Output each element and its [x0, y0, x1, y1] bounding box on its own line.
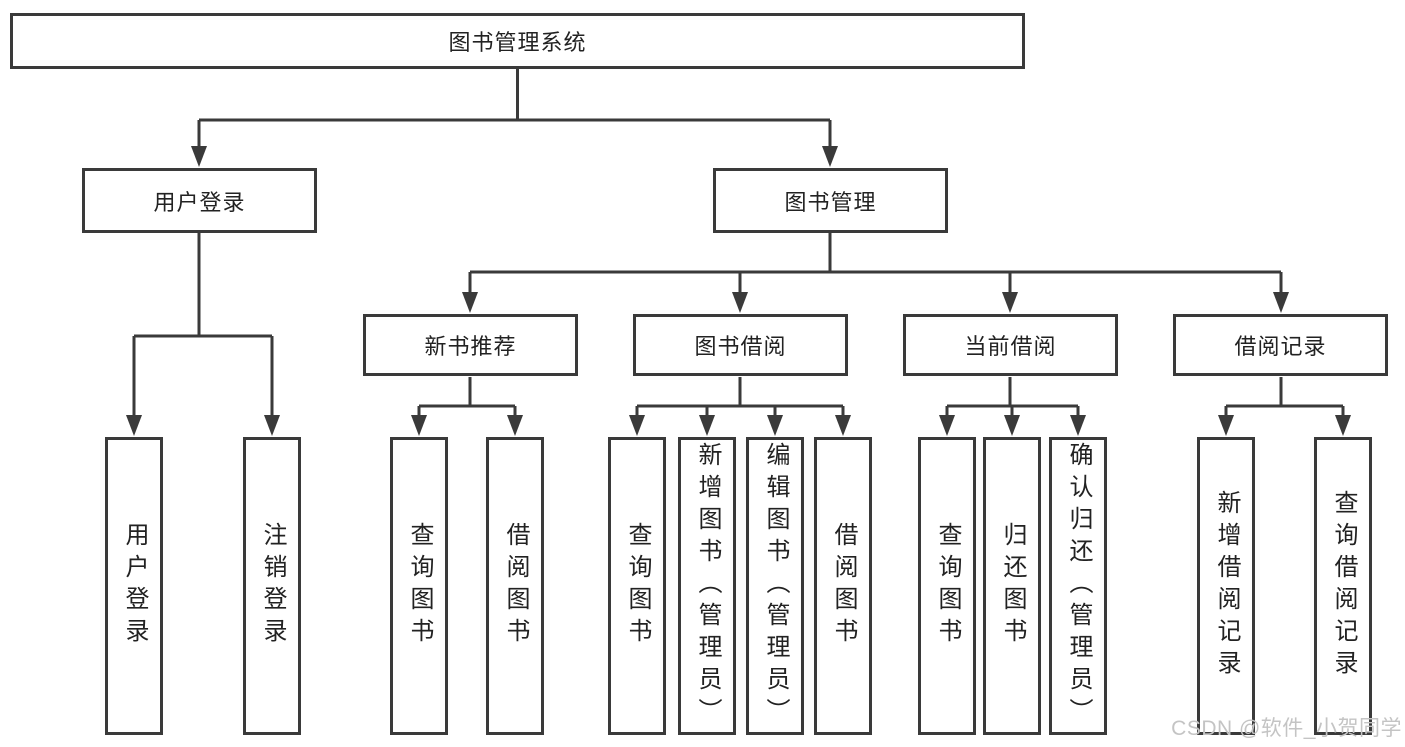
arrowhead: [264, 415, 280, 436]
leaf-label: 查询图书: [624, 522, 651, 650]
wire-login-to-leaves: [132, 233, 274, 420]
node-label: 当前借阅: [964, 334, 1057, 359]
arrowhead: [1004, 415, 1020, 436]
leaf-label: 用户登录: [121, 522, 148, 650]
arrowhead: [822, 146, 838, 167]
arrowhead: [411, 415, 427, 436]
leaf-label: 借阅图书: [502, 522, 529, 650]
node-root-system: 图书管理系统: [10, 13, 1025, 69]
leaf-label: 查询借阅记录: [1330, 490, 1357, 682]
node-label: 图书借阅: [694, 334, 787, 359]
arrowhead: [629, 415, 645, 436]
leaf-label: 新增图书（管理员）: [694, 442, 721, 730]
arrowhead: [732, 292, 748, 313]
leaf-label: 查询图书: [406, 522, 433, 650]
node-book-management: 图书管理: [713, 168, 948, 233]
arrowhead: [939, 415, 955, 436]
wire-cur-to-leaves: [945, 377, 1080, 420]
csdn-watermark: CSDN @软件_小贺同学: [1171, 717, 1402, 740]
leaf-label: 归还图书: [999, 522, 1026, 650]
wire-rec-to-leaves: [417, 377, 517, 420]
leaf-logout: 注销登录: [243, 437, 301, 735]
leaf-label: 编辑图书（管理员）: [762, 442, 789, 730]
arrowhead: [1335, 415, 1351, 436]
node-label: 借阅记录: [1234, 334, 1327, 359]
wire-mgmt-to-level3: [468, 233, 1283, 297]
leaf-recommend-query-book: 查询图书: [390, 437, 448, 735]
arrowhead: [1273, 292, 1289, 313]
arrowhead: [1002, 292, 1018, 313]
arrowhead: [462, 292, 478, 313]
leaf-label: 注销登录: [259, 522, 286, 650]
leaf-label: 借阅图书: [830, 522, 857, 650]
leaf-user-login: 用户登录: [105, 437, 163, 735]
leaf-return-book: 归还图书: [983, 437, 1041, 735]
wire-bor-to-leaves: [635, 377, 845, 420]
leaf-recommend-borrow-book: 借阅图书: [486, 437, 544, 735]
leaf-borrow-book: 借阅图书: [814, 437, 872, 735]
leaf-current-query-book: 查询图书: [918, 437, 976, 735]
leaf-label: 查询图书: [934, 522, 961, 650]
arrowhead: [126, 415, 142, 436]
leaf-borrow-query-book: 查询图书: [608, 437, 666, 735]
node-label: 图书管理系统: [448, 30, 587, 55]
leaf-add-book-admin: 新增图书（管理员）: [678, 437, 736, 735]
leaf-label: 确认归还（管理员）: [1065, 442, 1092, 730]
arrowhead: [835, 415, 851, 436]
node-label: 图书管理: [784, 189, 877, 215]
arrowhead: [507, 415, 523, 436]
leaf-edit-book-admin: 编辑图书（管理员）: [746, 437, 804, 735]
node-book-borrow: 图书借阅: [633, 314, 848, 376]
wire-root-to-level2: [197, 69, 832, 150]
arrowhead: [1070, 415, 1086, 436]
arrowhead: [1218, 415, 1234, 436]
wire-his-to-leaves: [1224, 377, 1345, 420]
node-borrow-record: 借阅记录: [1173, 314, 1388, 376]
arrowhead: [767, 415, 783, 436]
arrowhead: [191, 146, 207, 167]
node-user-login: 用户登录: [82, 168, 317, 233]
node-label: 新书推荐: [424, 334, 517, 359]
node-new-book-recommend: 新书推荐: [363, 314, 578, 376]
arrowhead: [699, 415, 715, 436]
node-label: 用户登录: [153, 189, 246, 215]
leaf-label: 新增借阅记录: [1213, 490, 1240, 682]
leaf-confirm-return-admin: 确认归还（管理员）: [1049, 437, 1107, 735]
leaf-query-borrow-record: 查询借阅记录: [1314, 437, 1372, 735]
leaf-add-borrow-record: 新增借阅记录: [1197, 437, 1255, 735]
node-current-borrow: 当前借阅: [903, 314, 1118, 376]
